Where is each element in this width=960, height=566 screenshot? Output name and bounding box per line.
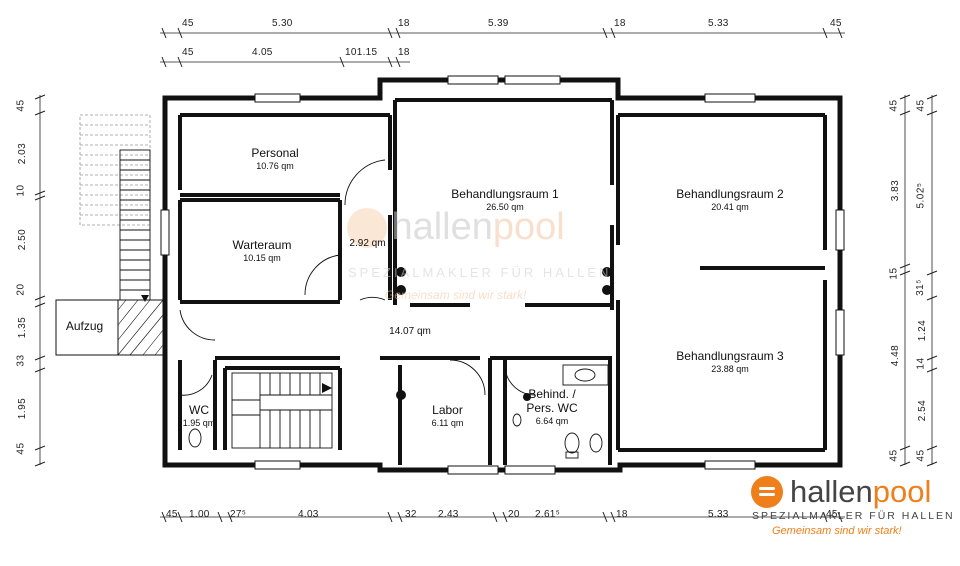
hallenpool-logo-icon (751, 476, 783, 508)
room-area: 20.41 qm (711, 201, 749, 212)
watermark-slogan: Gemeinsam sind wir stark! (385, 288, 527, 302)
room-personal: Personal 10.76 qm (240, 146, 310, 171)
room-name: Behandlungsraum 1 (451, 187, 559, 201)
room-name: Behandlungsraum 2 (676, 187, 784, 201)
room-labor: Labor 6.11 qm (420, 403, 475, 428)
dim-right1-4: 4.48 (890, 344, 902, 367)
dim-bottom-6: 2.43 (438, 509, 459, 520)
dim-right2-6: 2.54 (917, 399, 929, 422)
room-area: 2.92 qm (349, 238, 386, 249)
room-area: 6.64 qm (535, 415, 569, 426)
dim-right2-7: 45 (915, 449, 927, 462)
dim-top-2: 5.30 (272, 18, 293, 29)
room-vorraum: 2.92 qm (345, 238, 390, 250)
dim-bottom-3: 27⁵ (230, 509, 247, 520)
room-area: 10.15 qm (243, 252, 281, 263)
dim-top2-1: 45 (182, 47, 194, 58)
sanitary-fixtures (188, 364, 609, 459)
dim-bottom-10: 5.33 (708, 509, 729, 520)
room-area: 6.11 qm (431, 417, 464, 428)
brand-logo: hallenpool SPEZIALMAKLER FÜR HALLEN Geme… (750, 472, 953, 542)
dim-left-4: 2.50 (17, 228, 29, 251)
room-area: 10.76 qm (256, 160, 294, 171)
watermark-logo: hallenpool (347, 206, 565, 249)
dim-top-6: 5.33 (708, 18, 729, 29)
brand-slogan: Gemeinsam sind wir stark! (772, 525, 902, 537)
watermark-brand-part2: pool (492, 206, 565, 248)
room-area: 14.07 qm (389, 326, 431, 337)
dim-left-7: 33 (15, 354, 27, 367)
dim-top-3: 18 (398, 18, 410, 29)
dim-bottom-7: 20 (508, 509, 520, 520)
dim-left-3: 10 (15, 184, 27, 197)
dim-top2-2: 4.05 (252, 47, 273, 58)
room-name-line2: Pers. WC (526, 400, 578, 415)
dim-right2-1: 45 (915, 99, 927, 112)
brand-name-part2: pool (872, 474, 932, 509)
dim-top-4: 5.39 (488, 18, 509, 29)
room-area: 26.50 qm (486, 201, 524, 212)
room-name: Warteraum (232, 238, 292, 252)
outdoor-ramp (119, 149, 151, 301)
room-name: Personal (251, 146, 299, 160)
dim-top-7: 45 (830, 18, 842, 29)
dim-right1-1: 45 (888, 99, 900, 112)
dim-bottom-1: 45 (166, 509, 178, 520)
watermark-tagline: SPEZIALMAKLER FÜR HALLEN (348, 265, 612, 280)
dim-left-1: 45 (15, 99, 27, 112)
dim-left-2: 2.03 (17, 142, 29, 165)
walls (162, 77, 843, 473)
dim-top-1: 45 (182, 18, 194, 29)
dim-bottom-5: 32 (405, 509, 417, 520)
dim-left-8: 1.95 (17, 397, 29, 420)
room-behandlungsraum-3: Behandlungsraum 3 23.88 qm (665, 349, 795, 374)
pillars (396, 267, 612, 401)
dim-top2-4: 18 (398, 47, 410, 58)
dim-right1-2: 3.83 (890, 179, 902, 202)
windows (160, 75, 845, 475)
dim-left-6: 1.35 (17, 316, 29, 339)
room-flur: 14.07 qm (380, 326, 440, 338)
room-name: WC (189, 403, 209, 417)
dimension-ticks (34, 27, 938, 523)
room-area: 23.88 qm (711, 363, 749, 374)
watermark-brand-part1: hallen (391, 206, 493, 248)
room-aufzug: Aufzug (65, 319, 104, 333)
dim-top-5: 18 (614, 18, 626, 29)
down-arrow-icon (141, 295, 149, 302)
dim-bottom-11: 45 (826, 509, 838, 520)
dim-bottom-4: 4.03 (298, 509, 319, 520)
room-wc: WC 1.95 qm (180, 403, 218, 428)
door-swings (179, 159, 536, 396)
dim-right2-3: 31⁵ (914, 279, 926, 296)
room-name-line1: Behind. / (528, 387, 576, 401)
elevator (55, 299, 164, 356)
interior-stairs (231, 372, 333, 449)
dimension-lines (39, 32, 933, 518)
stair-arrow-icon (322, 383, 332, 393)
room-behind-wc: Behind. / Pers. WC 6.64 qm (520, 387, 584, 426)
brand-name-part1: hallen (790, 474, 873, 509)
dim-bottom-8: 2.61⁵ (535, 509, 561, 520)
room-behandlungsraum-1: Behandlungsraum 1 26.50 qm (440, 187, 570, 212)
room-area: 1.95 qm (182, 417, 216, 428)
dim-left-5: 20 (15, 283, 27, 296)
room-name: Labor (432, 403, 463, 417)
dim-right2-5: 14 (915, 357, 927, 370)
brand-tagline: SPEZIALMAKLER FÜR HALLEN (752, 510, 955, 522)
dim-right2-2: 5.02⁵ (915, 182, 927, 209)
dim-right2-4: 1.24 (917, 319, 929, 342)
dim-bottom-2: 1.00 (189, 509, 210, 520)
dim-left-9: 45 (15, 442, 27, 455)
room-name: Behandlungsraum 3 (676, 349, 784, 363)
room-warteraum: Warteraum 10.15 qm (222, 238, 302, 263)
dim-right1-5: 45 (888, 449, 900, 462)
interior-walls (178, 98, 827, 465)
room-behandlungsraum-2: Behandlungsraum 2 20.41 qm (665, 187, 795, 212)
dim-bottom-9: 18 (616, 509, 628, 520)
dim-right1-3: 15 (888, 267, 900, 280)
dim-top2-3: 101.15 (345, 47, 378, 58)
